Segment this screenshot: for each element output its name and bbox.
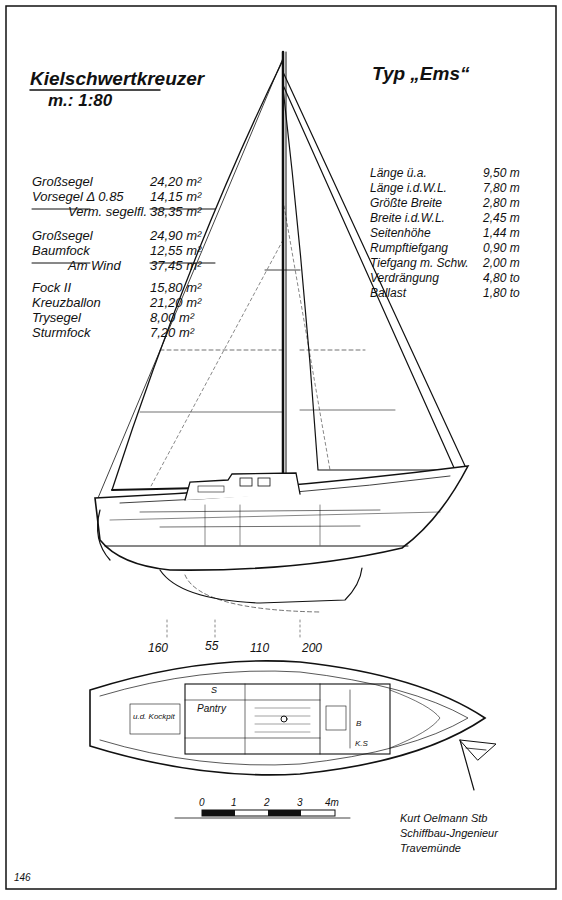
dimension-value: 2,45 m [483,212,520,225]
dimension-value: 2,80 m [483,197,520,210]
plan-label: u.d. Kockpit [133,713,175,722]
dimension-name: Größte Breite [370,197,442,210]
sail-name: Kreuzballon [32,296,101,310]
sail-name: Sturmfock [32,326,91,340]
designer-signature: Schiffbau-Jngenieur [400,827,498,839]
sail-area: 24,20 m² [150,175,201,189]
dimension-value: 7,80 m [483,182,520,195]
sail-name: Am Wind [68,259,121,273]
dimension-name: Breite i.d.W.L. [370,212,445,225]
dimension-name: Seitenhöhe [370,227,431,240]
type-name: Typ „Ems“ [372,64,470,85]
dimension-name: Ballast [370,287,406,300]
dimension-name: Verdrängung [370,272,439,285]
sail-area: 8,00 m² [150,311,194,325]
scale-number: 2 [264,797,270,808]
station-dimension: 160 [148,642,168,655]
plan-label: K.S [355,740,368,749]
dimension-name: Rumpftiefgang [370,242,448,255]
sail-area: 15,80 m² [150,281,201,295]
dimension-value: 1,44 m [483,227,520,240]
sail-area: 12,55 m² [150,244,201,258]
plan-label: Pantry [197,703,226,714]
plan-label: B [356,720,361,729]
sail-name: Großsegel [32,229,93,243]
dimension-value: 2,00 m [483,257,520,270]
station-dimension: 110 [250,642,269,655]
sail-name: Fock II [32,281,71,295]
sail-name: Trysegel [32,311,81,325]
scale-number: 0 [199,797,205,808]
dimension-name: Länge i.d.W.L. [370,182,447,195]
dimension-value: 9,50 m [483,167,520,180]
sheet-title: Kielschwertkreuzer [30,68,204,90]
sail-area: 37,45 m² [150,259,201,273]
sail-area: 38,35 m² [150,205,201,219]
plan-label: S [211,686,217,696]
sail-area: 14,15 m² [150,190,201,204]
dimension-value: 0,90 m [483,242,520,255]
dimension-name: Tiefgang m. Schw. [370,257,469,270]
dimension-value: 1,80 to [483,287,520,300]
designer-signature: Kurt Oelmann Stb [400,812,487,824]
sail-name: Großsegel [32,175,93,189]
scale-number: 1 [231,797,237,808]
sail-area: 21,20 m² [150,296,201,310]
page-number: 146 [14,872,31,883]
station-dimension: 200 [302,642,322,655]
sail-area: 7,20 m² [150,326,194,340]
scale-number: 4m [325,797,339,808]
designer-signature: Travemünde [400,842,461,854]
dimension-value: 4,80 to [483,272,520,285]
scale-number: 3 [297,797,303,808]
sail-name: Baumfock [32,244,90,258]
sail-area: 24,90 m² [150,229,201,243]
scale-note: m.: 1:80 [48,92,112,111]
dimension-name: Länge ü.a. [370,167,427,180]
station-dimension: 55 [205,640,218,653]
sail-name: Verm. segelfl. [68,205,147,219]
sail-name: Vorsegel Δ 0.85 [32,190,124,204]
